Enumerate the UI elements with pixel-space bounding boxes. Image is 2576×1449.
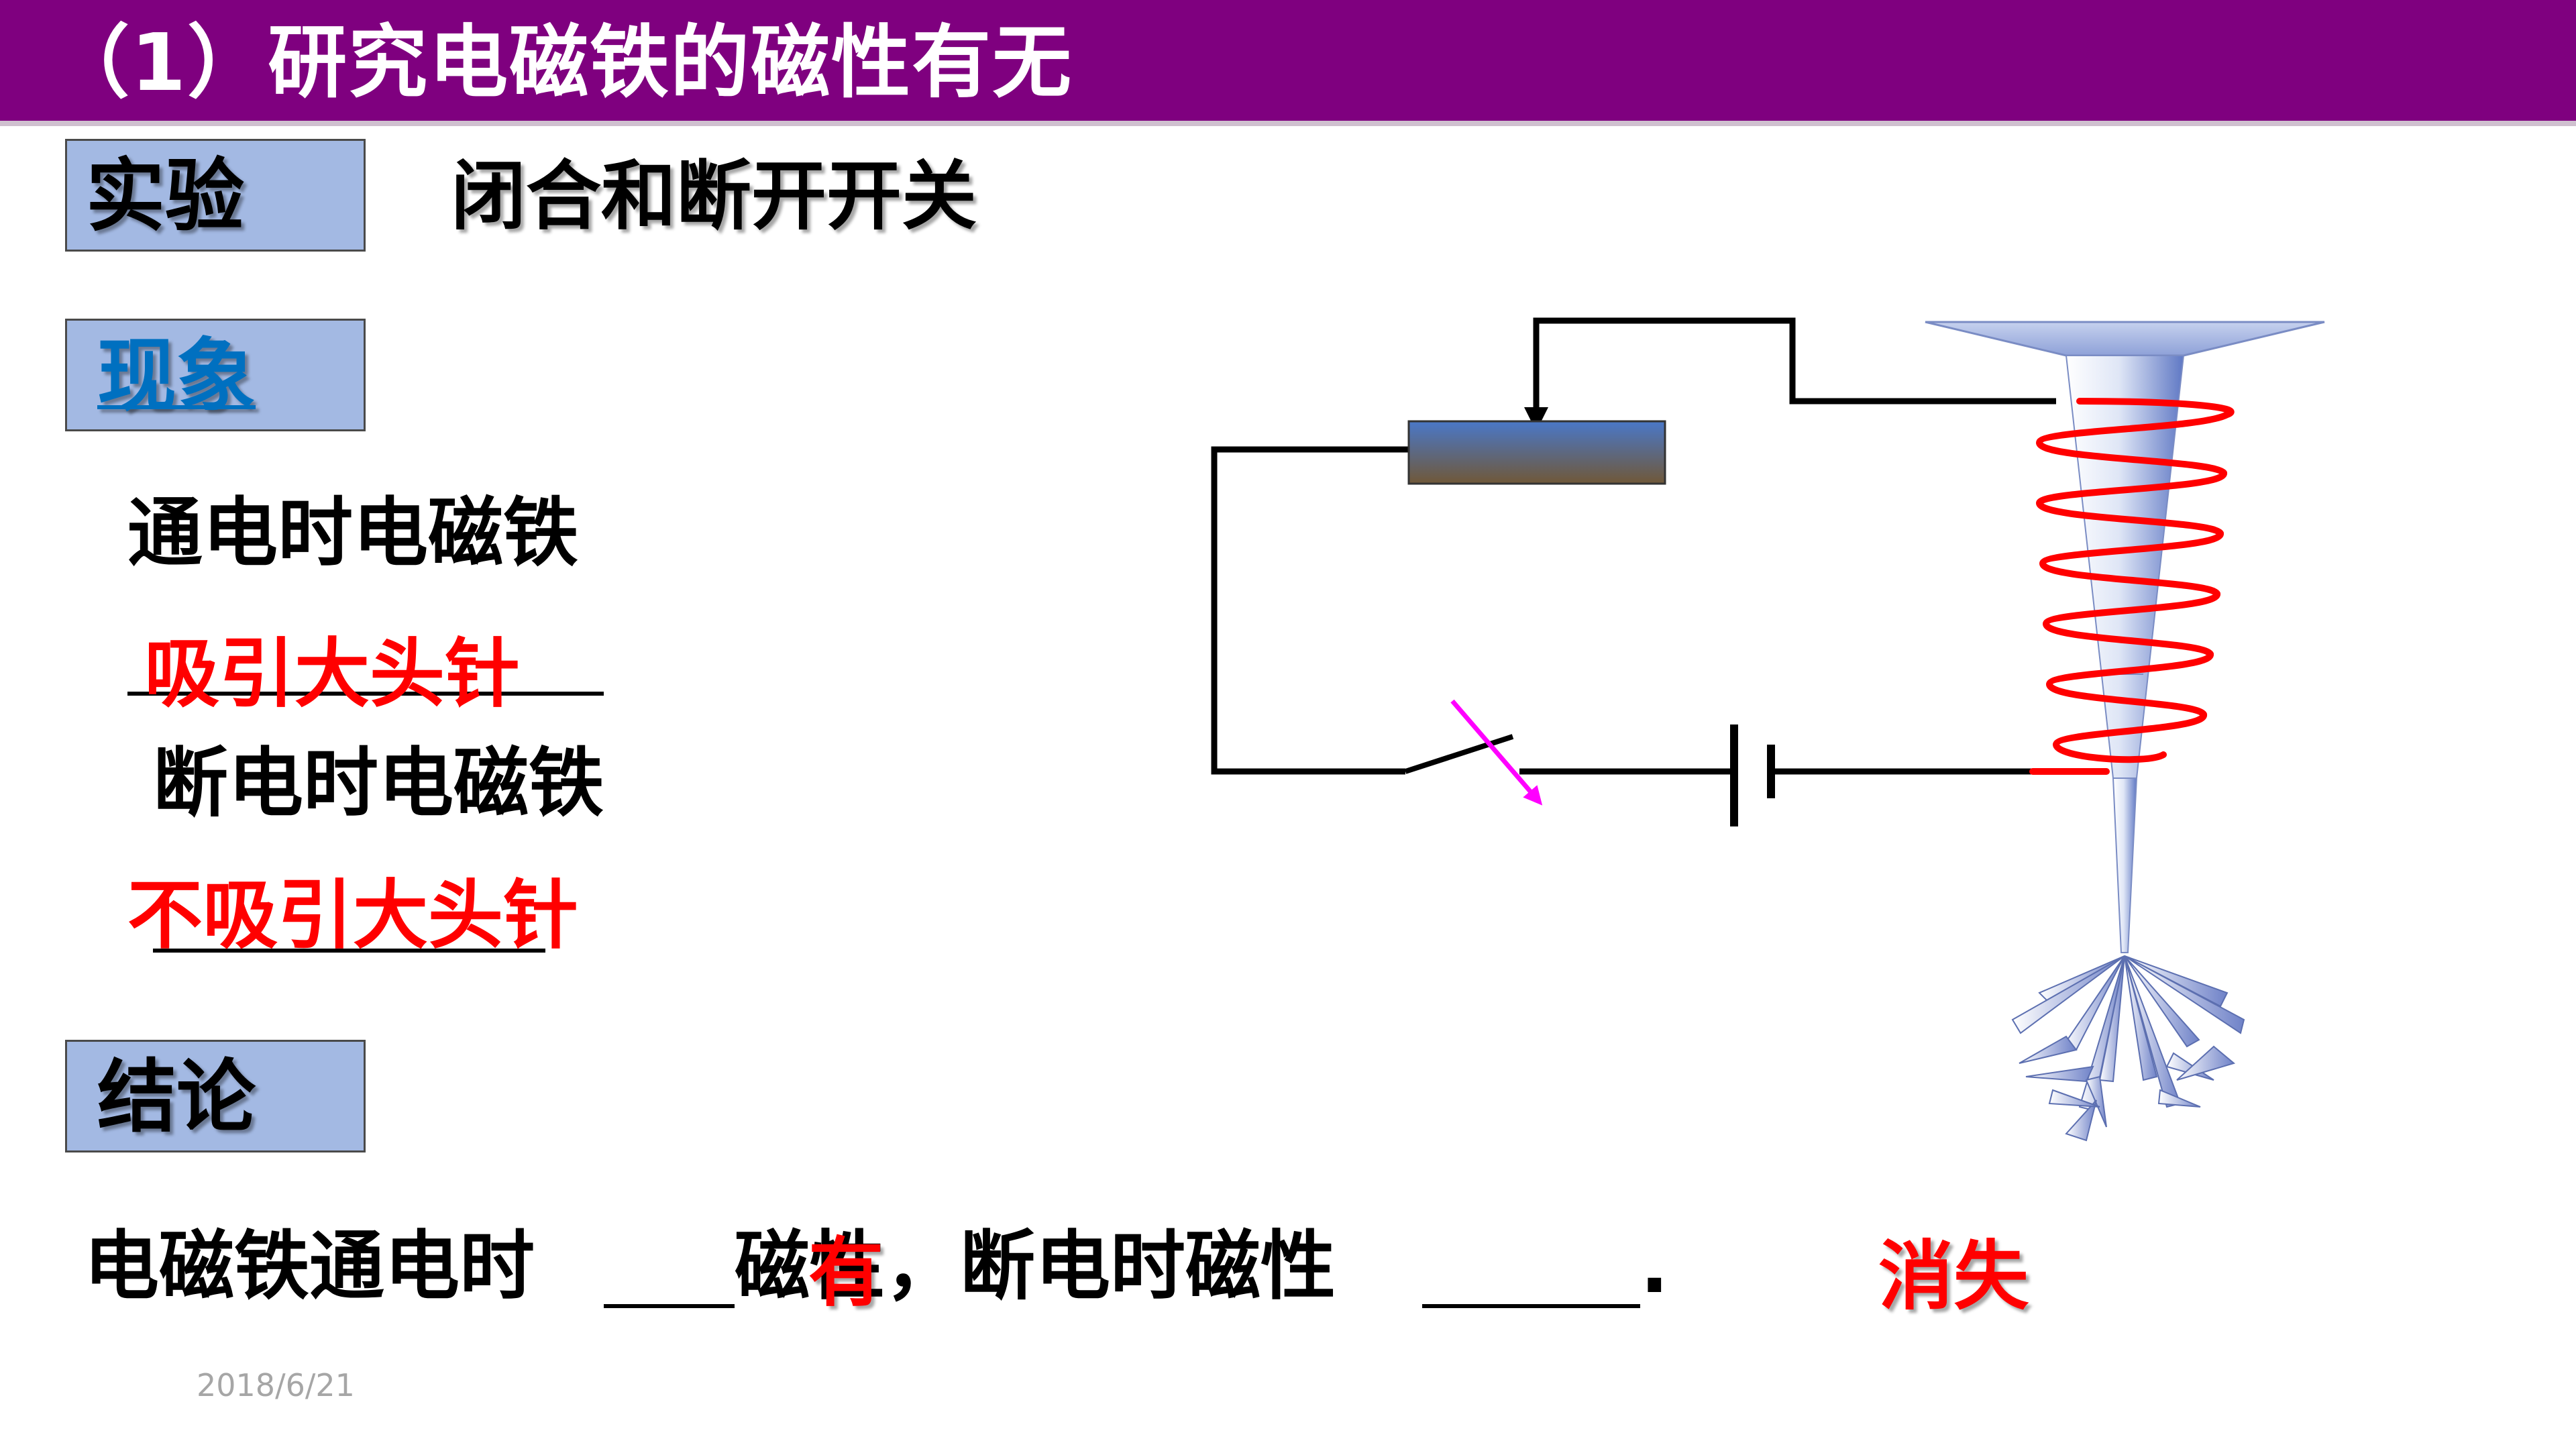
conclusion-part2: 磁性，断电时磁性 (735, 1223, 1336, 1310)
conclusion-label: 结论 (97, 1051, 256, 1143)
phenomenon-off-text: 断电时电磁铁 (153, 740, 604, 827)
conclusion-label-box: 结论 (65, 1040, 366, 1152)
rheostat (1407, 420, 1666, 485)
circuit-wires (1211, 317, 2056, 775)
iron-core (2065, 355, 2185, 779)
coil (2029, 398, 2235, 775)
phenomenon-on-blank (127, 692, 604, 696)
header-divider (0, 121, 2576, 126)
pins-cluster (2011, 955, 2245, 1142)
phenomenon-label-box: 现象 (65, 319, 366, 431)
conclusion-part1: 电磁铁通电时 (84, 1223, 535, 1310)
conclusion-end: . (1640, 1223, 1669, 1310)
experiment-label: 实验 (86, 150, 245, 242)
phenomenon-off-answer: 不吸引大头针 (127, 872, 578, 959)
iron-core-tip (2112, 777, 2138, 953)
switch-lever (1404, 734, 1514, 774)
switch-motion-arrow (1450, 699, 1543, 806)
iron-core-top (1925, 321, 2325, 357)
conclusion-answer-off: 消失 (1878, 1233, 2029, 1320)
phenomenon-on-text: 通电时电磁铁 (127, 490, 578, 577)
page-title: （1）研究电磁铁的磁性有无 (50, 16, 1073, 109)
phenomenon-on-answer: 吸引大头针 (144, 631, 520, 718)
conclusion-blank-on (604, 1304, 735, 1308)
conclusion-answer-on: 有 (808, 1230, 883, 1317)
experiment-label-box: 实验 (65, 139, 366, 252)
date-footer: 2018/6/21 (197, 1367, 355, 1403)
phenomenon-link[interactable]: 现象 (97, 329, 256, 422)
phenomenon-off-blank (153, 949, 545, 953)
header-bar (0, 0, 2576, 121)
conclusion-blank-off (1422, 1304, 1640, 1308)
experiment-text: 闭合和断开开关 (451, 153, 977, 240)
